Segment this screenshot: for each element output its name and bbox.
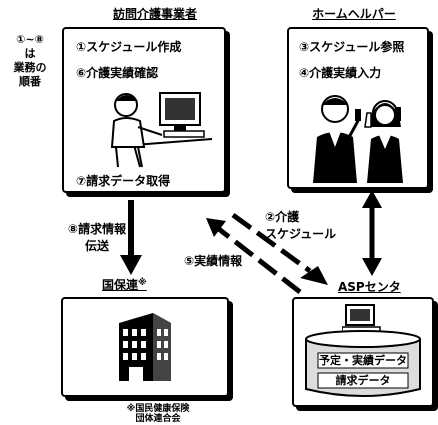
billing-label-line2: 伝送 xyxy=(84,239,109,253)
helpers-with-phones-illustration xyxy=(313,95,403,183)
asp-box: 予定・実績データ 請求データ xyxy=(292,297,434,407)
kokuhoren-title: 国保連※ xyxy=(102,278,147,292)
helper-box: ③スケジュール参照 ④介護実績入力 xyxy=(287,27,429,189)
results-label: ⑤実績情報 xyxy=(184,254,243,268)
provider-title: 訪問介護事業者 xyxy=(112,7,197,21)
billing-label-line1: ⑧請求情報 xyxy=(67,222,127,236)
schedule-arrow xyxy=(231,212,328,285)
db-label-schedule-results: 予定・実績データ xyxy=(319,354,407,367)
db-label-billing: 請求データ xyxy=(335,374,391,387)
provider-item-1: ①スケジュール作成 xyxy=(76,40,182,54)
order-note-line2: は xyxy=(24,47,36,60)
results-arrow xyxy=(206,218,302,294)
order-note-line4: 順番 xyxy=(19,75,41,88)
order-note-line1: ①~⑧ xyxy=(16,33,44,46)
schedule-label-line1: ②介護 xyxy=(265,210,300,224)
helper-item-2: ④介護実績入力 xyxy=(299,66,382,80)
billing-label: ⑧請求情報 伝送 xyxy=(62,221,132,255)
footnote: ※国民健康保険 団体連合会 xyxy=(113,404,203,424)
helper-item-1: ③スケジュール参照 xyxy=(299,40,405,54)
provider-box: ①スケジュール作成 ⑥介護実績確認 ⑦請求データ取得 xyxy=(62,27,226,193)
provider-item-3: ⑦請求データ取得 xyxy=(76,174,171,188)
schedule-label-line2: スケジュール xyxy=(265,227,337,241)
person-at-computer-illustration xyxy=(110,92,213,168)
footnote-line1: ※国民健康保険 xyxy=(126,404,190,414)
asp-title: ASPセンタ xyxy=(338,280,401,294)
order-note: ①~⑧ は 業務の 順番 xyxy=(8,33,52,89)
provider-item-2: ⑥介護実績確認 xyxy=(76,66,159,80)
helper-asp-arrow xyxy=(362,190,382,276)
billing-arrow xyxy=(120,200,142,275)
building-icon xyxy=(119,313,171,381)
schedule-label: ②介護 スケジュール xyxy=(265,209,336,243)
database-cylinder-icon xyxy=(305,330,421,397)
helper-title: ホームヘルパー xyxy=(312,7,396,21)
kokuhoren-title-text: 国保連 xyxy=(102,278,139,292)
kokuhoren-box xyxy=(61,297,229,397)
kokuhoren-footnote-mark: ※ xyxy=(138,278,147,288)
footnote-line2: 団体連合会 xyxy=(135,414,181,424)
order-note-line3: 業務の xyxy=(13,61,47,74)
